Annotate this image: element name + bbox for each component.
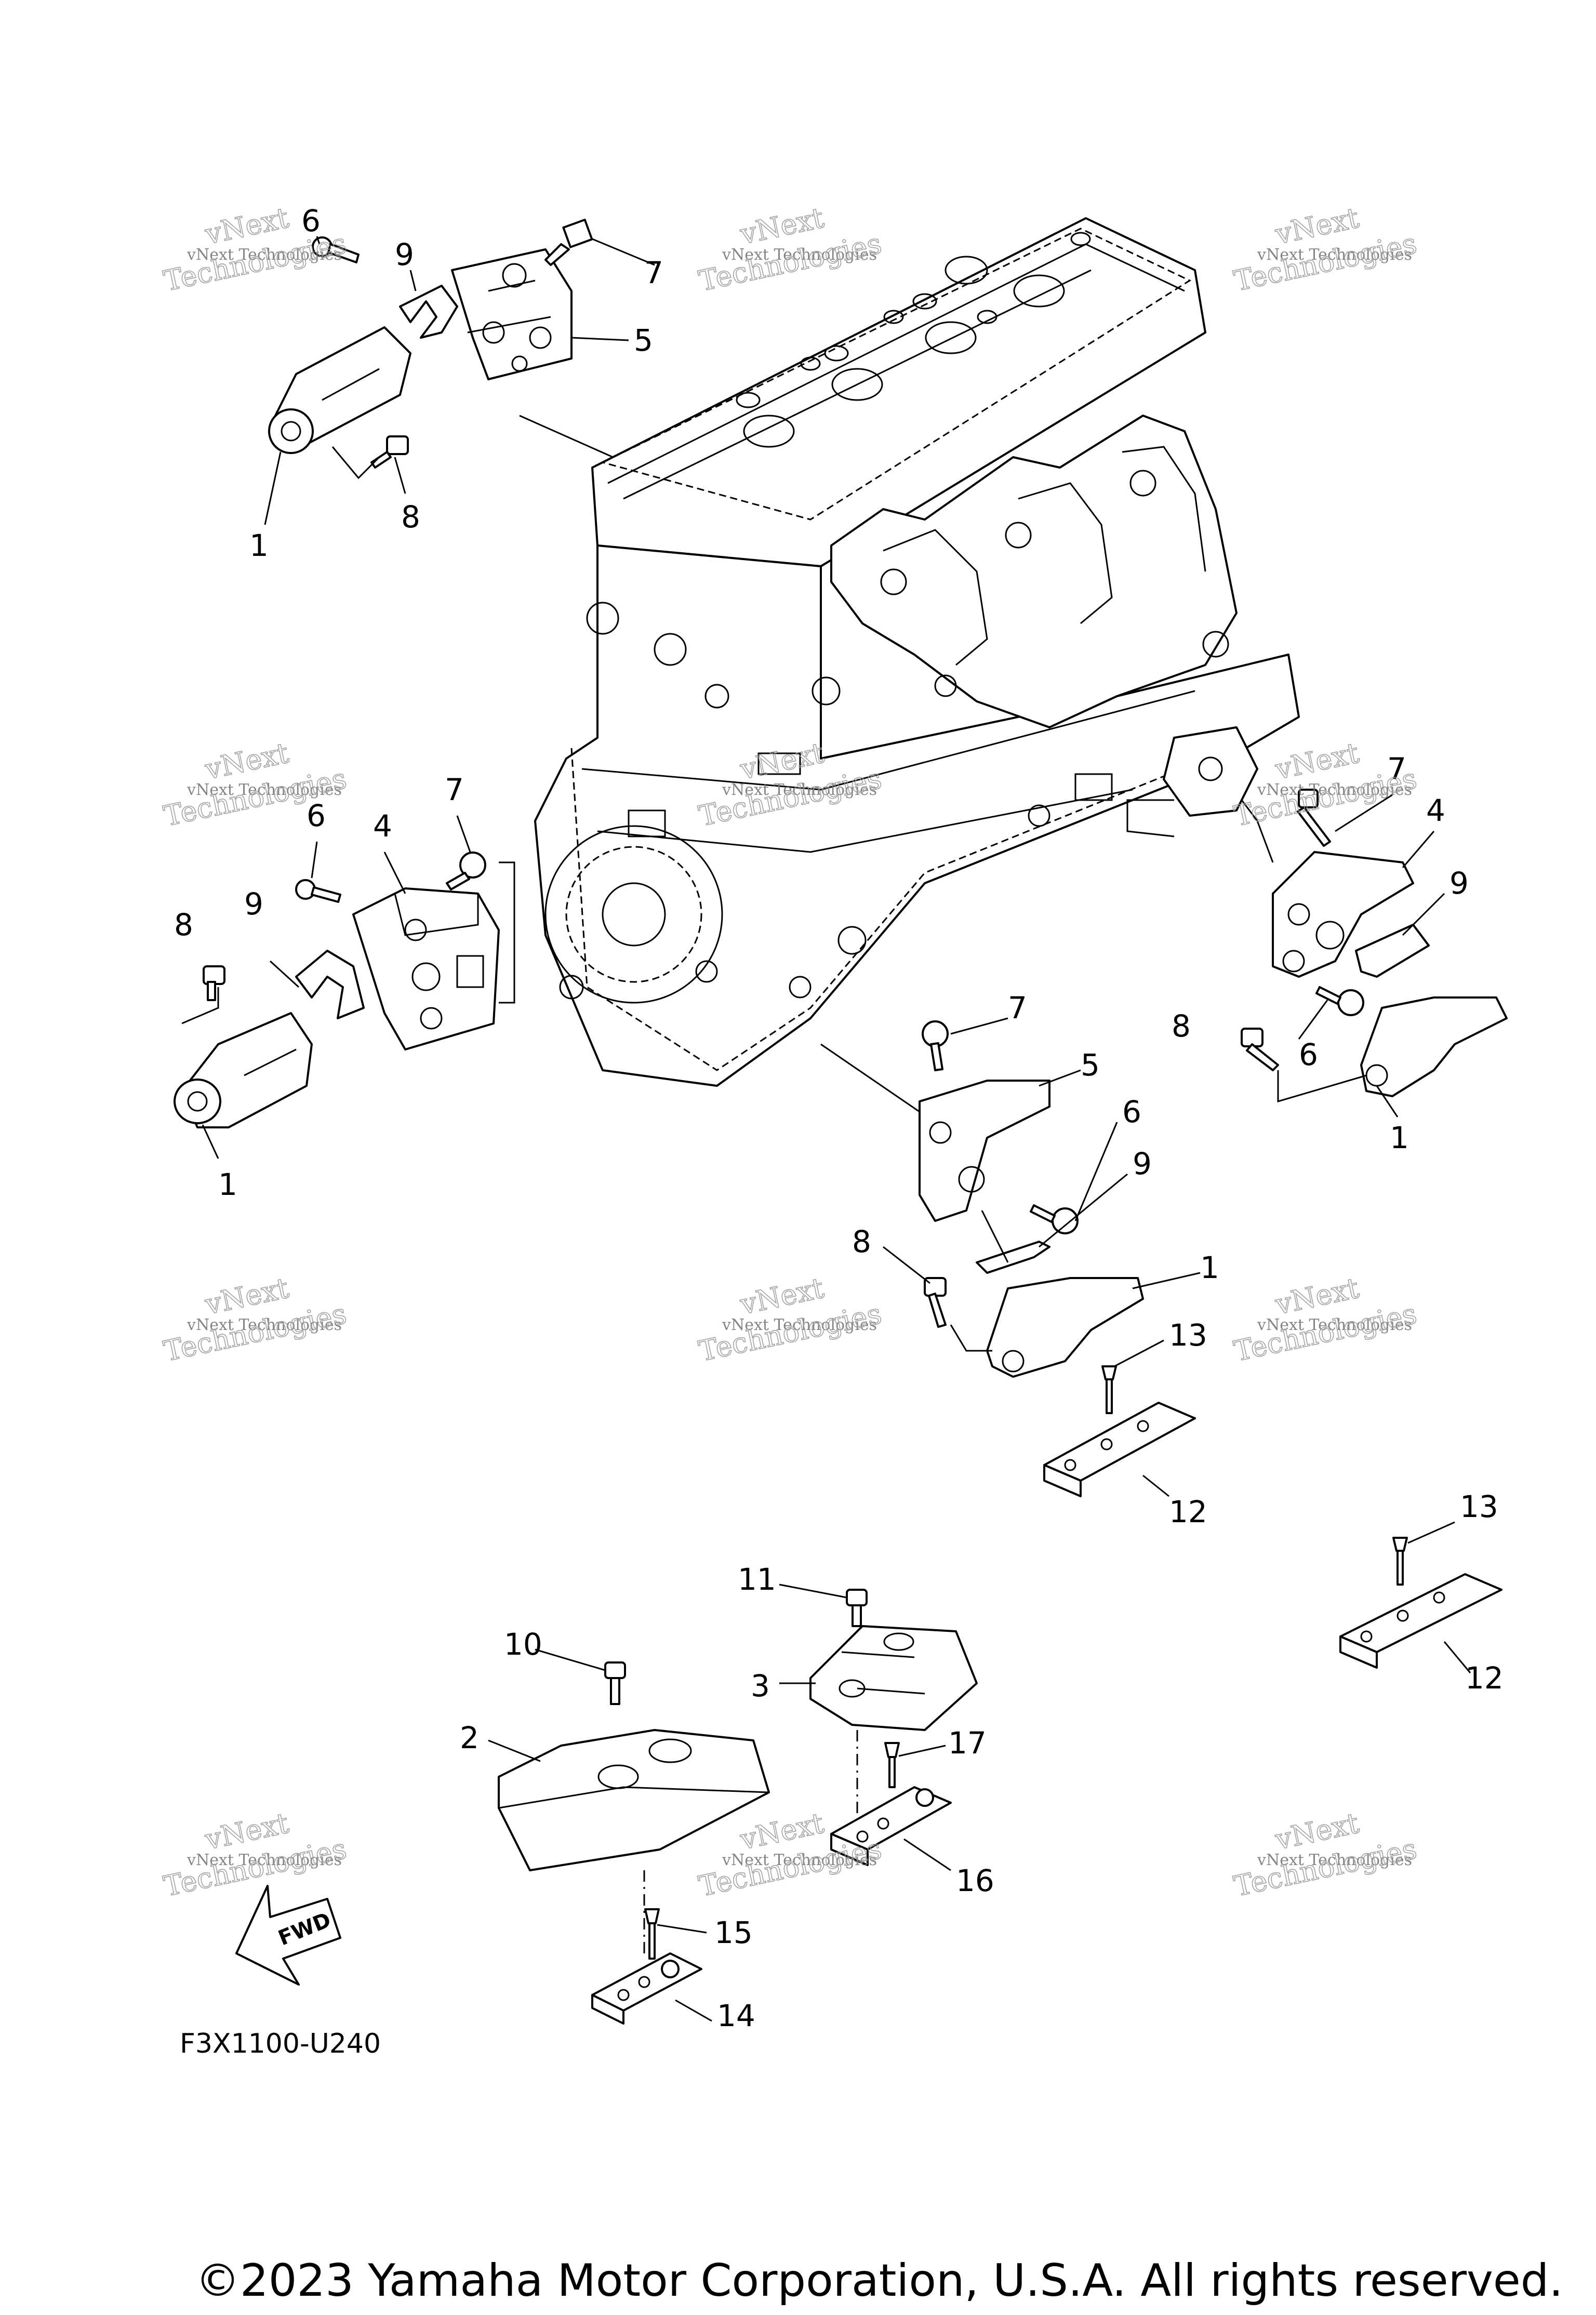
bracket-4-right [1272, 851, 1414, 978]
callout-13: 13 [1169, 1318, 1207, 1353]
callout-10: 10 [504, 1627, 542, 1662]
svg-text:vNext Technologies: vNext Technologies [1257, 1851, 1412, 1869]
callout-12: 12 [1169, 1494, 1207, 1529]
pad-3 [809, 1589, 978, 1829]
copyright-notice: ©2023 Yamaha Motor Corporation, U.S.A. A… [195, 2255, 1563, 2307]
bolt-8-upper [370, 435, 409, 469]
callout-6: 6 [307, 798, 326, 833]
callout-numbers: 6 9 7 5 1 8 6 4 7 9 8 1 7 4 9 8 6 1 7 5 … [174, 203, 1504, 2033]
callout-9: 9 [244, 886, 263, 922]
callout-2: 2 [460, 1720, 479, 1755]
callout-3: 3 [751, 1668, 770, 1704]
callout-9: 9 [1449, 866, 1469, 901]
shim-9-upper [399, 285, 458, 339]
bolt-6-lower [295, 879, 341, 903]
rail-12-right [1339, 1537, 1502, 1669]
callout-7: 7 [1008, 990, 1027, 1026]
svg-text:vNext Technologies: vNext Technologies [187, 781, 342, 799]
svg-text:vNext Technologies: vNext Technologies [722, 781, 877, 799]
callout-4: 4 [1426, 793, 1445, 828]
pad-2 [498, 1661, 770, 1953]
callout-8: 8 [852, 1224, 871, 1259]
callout-15: 15 [714, 1915, 753, 1950]
mount-group-rear-lower [174, 852, 500, 1128]
callout-8: 8 [401, 499, 420, 535]
mount-1-right [1360, 996, 1508, 1097]
bracket-5-upper [451, 248, 573, 380]
engine-block [499, 217, 1300, 1087]
bolt-7-right [1297, 789, 1331, 847]
bolt-11 [846, 1589, 868, 1627]
callout-1: 1 [249, 528, 269, 563]
mount-group-front-center [820, 1020, 1144, 1378]
plate-16 [830, 1742, 952, 1866]
callout-16: 16 [956, 1863, 994, 1898]
svg-text:vNext Technologies: vNext Technologies [722, 246, 877, 264]
callout-4: 4 [373, 808, 392, 844]
bolt-7-center [922, 1020, 949, 1071]
bolt-7-lower [446, 852, 486, 890]
bracket-4-lower [352, 887, 500, 1050]
shim-9-right [1355, 924, 1430, 978]
svg-text:vNext Technologies: vNext Technologies [187, 246, 342, 264]
bolt-7-upper [544, 218, 593, 266]
fwd-arrow-icon: FWD [235, 1885, 341, 1986]
bolt-6-center [1030, 1204, 1079, 1234]
bolt-6-upper [312, 236, 360, 263]
plate-14 [591, 1908, 702, 2025]
shim-9-lower [295, 950, 365, 1019]
callout-5: 5 [634, 323, 653, 358]
diagram-code: F3X1100-U240 [180, 2028, 381, 2059]
callout-6: 6 [301, 203, 321, 238]
bolt-8-right [1241, 1028, 1279, 1071]
svg-text:vNext Technologies: vNext Technologies [722, 1316, 877, 1334]
callout-8: 8 [174, 907, 193, 942]
svg-text:vNext Technologies: vNext Technologies [187, 1316, 342, 1334]
callout-17: 17 [948, 1725, 987, 1761]
callout-7: 7 [445, 772, 464, 807]
callout-9: 9 [1133, 1146, 1152, 1181]
callout-1: 1 [1390, 1120, 1409, 1155]
callout-1: 1 [1200, 1250, 1219, 1285]
shim-9-center [976, 1241, 1050, 1274]
bolt-6-right [1315, 986, 1364, 1016]
callout-7: 7 [644, 255, 663, 290]
callout-13: 13 [1460, 1489, 1498, 1524]
rivet-17 [884, 1742, 900, 1788]
svg-text:vNext Technologies: vNext Technologies [1257, 1316, 1412, 1334]
mount-group-front-right [1241, 789, 1508, 1103]
mount-1-center [986, 1277, 1144, 1378]
callout-12: 12 [1465, 1660, 1504, 1696]
rivet-15 [644, 1908, 660, 1960]
callout-6: 6 [1299, 1037, 1318, 1072]
callout-7: 7 [1387, 751, 1406, 787]
callout-14: 14 [717, 1998, 755, 2033]
rail-12-center [1043, 1365, 1196, 1497]
callout-9: 9 [395, 237, 414, 272]
callout-5: 5 [1081, 1047, 1100, 1083]
svg-text:vNext Technologies: vNext Technologies [187, 1851, 342, 1869]
bolt-10 [604, 1661, 626, 1705]
svg-text:vNext Technologies: vNext Technologies [722, 1851, 877, 1869]
svg-text:vNext Technologies: vNext Technologies [1257, 246, 1412, 264]
bolt-8-lower [203, 965, 225, 1001]
bracket-5-center [919, 1080, 1050, 1222]
callout-leaders [202, 236, 1471, 2022]
mount-group-rear-upper [268, 218, 614, 480]
bolt-8-center [924, 1277, 947, 1328]
callout-1: 1 [218, 1167, 237, 1202]
callout-6: 6 [1122, 1094, 1141, 1129]
callout-8: 8 [1172, 1008, 1191, 1044]
svg-text:vNext Technologies: vNext Technologies [1257, 781, 1412, 799]
callout-11: 11 [738, 1562, 776, 1597]
